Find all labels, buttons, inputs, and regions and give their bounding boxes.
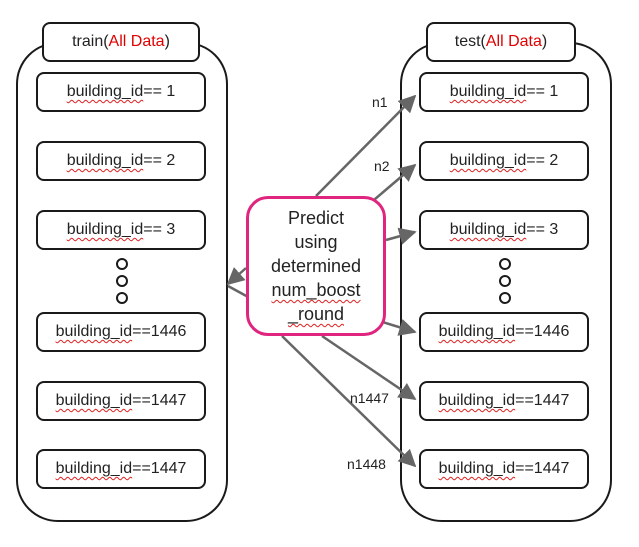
train-ellipsis-dot-2 — [116, 275, 128, 287]
train-title-suffix: ) — [164, 33, 170, 50]
train-item-1-value: == 1 — [143, 83, 176, 100]
train-item-1447-a: building_id==1447 — [36, 381, 206, 421]
test-item-1446: building_id==1446 — [419, 312, 589, 352]
train-item-1447-a-key: building_id — [55, 392, 133, 409]
train-item-1447-b-key: building_id — [55, 460, 133, 477]
train-item-1447-b: building_id==1447 — [36, 449, 206, 489]
test-ellipsis-dot-2 — [499, 275, 511, 287]
predict-box: Predict using determined num_boost _roun… — [246, 196, 386, 336]
test-title: test(All Data) — [426, 22, 576, 62]
predict-line-3: determined — [270, 256, 362, 276]
train-title-prefix: train( — [72, 33, 109, 50]
test-ellipsis — [499, 258, 511, 304]
edge-label-n1: n1 — [372, 94, 388, 110]
test-panel — [400, 42, 612, 522]
train-ellipsis-dot-3 — [116, 292, 128, 304]
train-item-3: building_id== 3 — [36, 210, 206, 250]
arrow-to-test-1447 — [321, 334, 417, 401]
train-item-1-key: building_id — [66, 83, 144, 100]
train-item-2-value: == 2 — [143, 152, 176, 169]
test-item-1447-b-key: building_id — [438, 460, 516, 477]
train-ellipsis — [116, 258, 128, 304]
test-item-1447-a: building_id==1447 — [419, 381, 589, 421]
test-item-1-value: == 1 — [526, 83, 559, 100]
train-item-1: building_id== 1 — [36, 72, 206, 112]
test-item-3: building_id== 3 — [419, 210, 589, 250]
arrow-to-test-1448 — [281, 335, 417, 468]
test-item-2-value: == 2 — [526, 152, 559, 169]
predict-line-5: _round — [287, 304, 345, 324]
train-item-1447-b-value: ==1447 — [132, 460, 187, 477]
arrow-to-test-3 — [385, 227, 417, 245]
train-title: train(All Data) — [42, 22, 200, 62]
train-item-1447-a-value: ==1447 — [132, 392, 187, 409]
train-item-3-key: building_id — [66, 221, 144, 238]
predict-line-1: Predict — [287, 208, 345, 228]
train-ellipsis-dot-1 — [116, 258, 128, 270]
test-item-3-key: building_id — [449, 221, 527, 238]
train-item-2-key: building_id — [66, 152, 144, 169]
train-panel — [16, 42, 228, 522]
test-item-1447-b: building_id==1447 — [419, 449, 589, 489]
test-item-1: building_id== 1 — [419, 72, 589, 112]
arrow-to-test-1 — [315, 94, 417, 197]
train-item-3-value: == 3 — [143, 221, 176, 238]
predict-line-2: using — [294, 232, 338, 252]
test-title-suffix: ) — [541, 33, 548, 50]
test-title-accent: All Data — [485, 33, 542, 50]
test-title-prefix: test( — [454, 33, 486, 50]
test-item-1446-value: ==1446 — [515, 323, 570, 340]
test-ellipsis-dot-3 — [499, 292, 511, 304]
test-item-1447-b-value: ==1447 — [515, 460, 570, 477]
test-item-2: building_id== 2 — [419, 141, 589, 181]
test-item-1447-a-value: ==1447 — [515, 392, 570, 409]
test-ellipsis-dot-1 — [499, 258, 511, 270]
predict-line-4: num_boost — [271, 280, 361, 300]
train-title-accent: All Data — [108, 33, 165, 50]
edge-label-n1447: n1447 — [350, 390, 389, 406]
train-item-1446: building_id==1446 — [36, 312, 206, 352]
train-item-1446-value: ==1446 — [132, 323, 187, 340]
test-item-1447-a-key: building_id — [438, 392, 516, 409]
arrow-train-to-predict — [226, 266, 247, 286]
test-item-3-value: == 3 — [526, 221, 559, 238]
train-item-1446-key: building_id — [55, 323, 133, 340]
test-item-1446-key: building_id — [438, 323, 516, 340]
test-item-1-key: building_id — [449, 83, 527, 100]
test-item-2-key: building_id — [449, 152, 527, 169]
train-item-2: building_id== 2 — [36, 141, 206, 181]
edge-label-n1448: n1448 — [347, 456, 386, 472]
edge-label-n2: n2 — [374, 158, 390, 174]
arrow-to-test-2 — [367, 163, 417, 206]
